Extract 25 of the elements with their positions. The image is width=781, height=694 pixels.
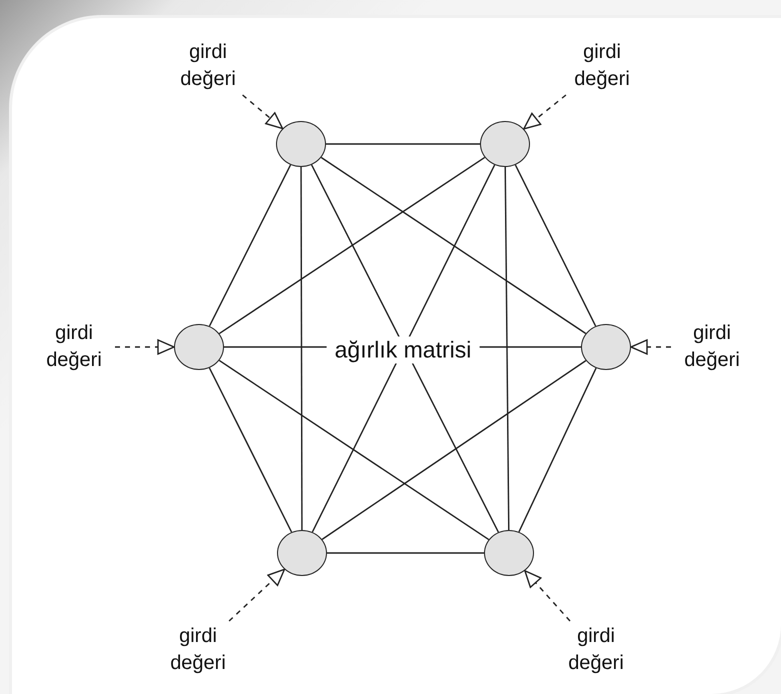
connection-line — [218, 156, 486, 334]
connection-line — [326, 143, 480, 145]
connection-line — [208, 368, 292, 532]
dashed-arrow — [523, 94, 566, 130]
input-value-label: girdi değeri — [675, 320, 749, 374]
connection-line — [504, 167, 510, 530]
input-value-label: girdi değeri — [565, 39, 639, 93]
dashed-arrow — [242, 94, 284, 130]
connection-line — [208, 164, 292, 326]
dashed-arrow — [115, 339, 175, 355]
connection-line — [322, 360, 586, 540]
input-value-label: girdi değeri — [161, 623, 235, 677]
connection-line — [218, 360, 490, 540]
connection-line — [320, 156, 586, 334]
dashed-arrow — [630, 339, 671, 355]
input-value-label: girdi değeri — [37, 320, 111, 374]
input-value-label: girdi değeri — [171, 39, 245, 93]
input-value-label: girdi değeri — [559, 623, 633, 677]
matrix-label: ağırlık matrisi — [326, 336, 480, 364]
dashed-arrow — [228, 568, 286, 622]
connection-line — [327, 552, 484, 554]
connection-line — [514, 164, 596, 326]
connection-line — [518, 368, 597, 532]
dashed-arrow — [524, 570, 571, 622]
connection-line — [300, 167, 303, 530]
